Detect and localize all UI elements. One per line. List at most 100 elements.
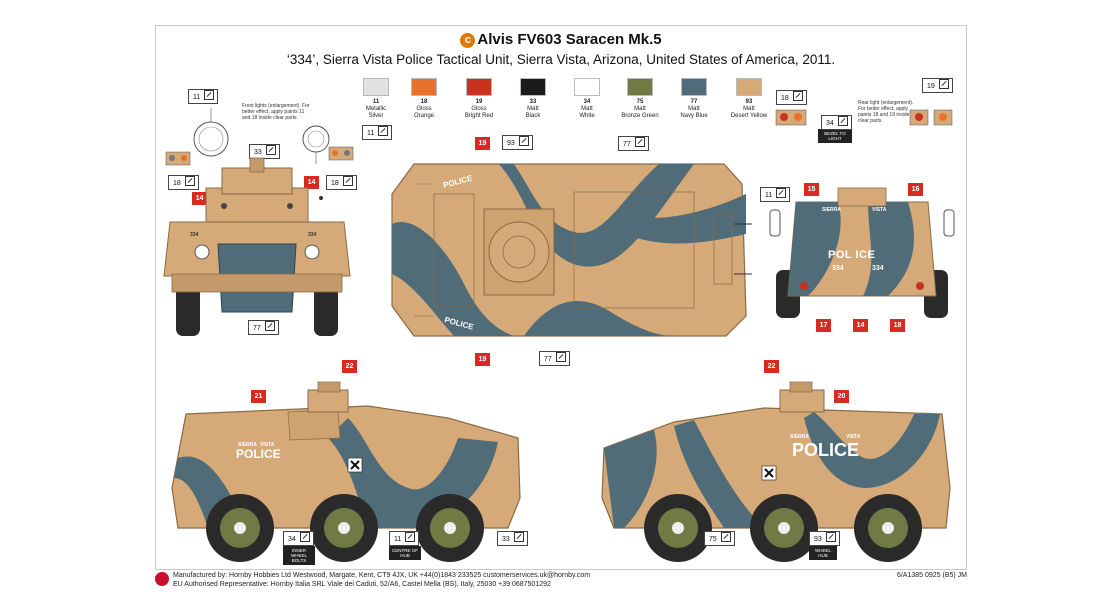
brush-icon: [299, 532, 310, 542]
decal-callout: 16: [908, 183, 923, 196]
paint-callout: 77: [248, 320, 279, 335]
decal-callout: 14: [853, 319, 868, 332]
manufacturer-line: Manufactured by: Hornby Hobbies Ltd West…: [173, 572, 591, 579]
brush-icon: [720, 532, 731, 542]
side-police-text: POLICE: [792, 440, 860, 460]
paint-chip: [363, 78, 389, 96]
brush-icon: [513, 532, 524, 542]
wheel-left-3: [416, 494, 484, 562]
front-view: [163, 157, 351, 336]
rear-view: [769, 187, 955, 318]
brush-icon: [634, 137, 645, 147]
bezel-note: BEZEL TO LIGHT: [818, 129, 852, 143]
paint-callout: 18: [776, 90, 807, 105]
paint-chip: [574, 78, 600, 96]
paint-callout: 77: [539, 351, 570, 366]
left-side-view: [171, 381, 521, 562]
brush-icon: [204, 90, 215, 100]
paint-callout: 33: [497, 531, 528, 546]
centre-of-hub-note: CENTRE OF HUB: [389, 546, 421, 560]
rear-plate: 334: [872, 265, 884, 272]
brush-icon: [837, 116, 848, 126]
paint-chip: [466, 78, 492, 96]
paint-callout: 93: [809, 531, 840, 546]
paint-callout: 18: [326, 175, 357, 190]
wheel-hub-note: WHEEL HUB: [809, 546, 837, 560]
paint-callout: 18: [168, 175, 199, 190]
front-plate: 334: [308, 232, 317, 238]
front-lights-note: Front lights (enlargement). For better e…: [242, 103, 310, 121]
side-vista-text: VISTA: [260, 442, 275, 448]
decal-callout: 14: [304, 176, 319, 189]
paint-callout: 93: [502, 135, 533, 150]
brush-icon: [776, 188, 787, 198]
rear-lights-enlargement: [775, 109, 953, 126]
brush-icon: [518, 136, 529, 146]
top-view: POLICE POLICE: [391, 163, 752, 337]
sheet-subtitle: ‘334’, Sierra Vista Police Tactical Unit…: [286, 52, 836, 67]
brush-icon: [184, 176, 195, 186]
front-plate: 334: [190, 232, 199, 238]
paint-chip: [411, 78, 437, 96]
copyright-icon: c: [460, 33, 476, 48]
paint-chip: [736, 78, 762, 96]
decal-callout: 20: [834, 390, 849, 403]
wheel-left-2: [310, 494, 378, 562]
wheel-right-3: [854, 494, 922, 562]
paint-callout: 75: [704, 531, 735, 546]
airfix-logo-icon: [155, 572, 169, 586]
eu-representative-line: EU Authorised Representative: Hornby Ita…: [173, 581, 551, 588]
brush-icon: [825, 532, 836, 542]
paint-chip: [627, 78, 653, 96]
paint-callout: 11: [362, 125, 393, 140]
paint-chip: [520, 78, 546, 96]
brush-icon: [264, 321, 275, 331]
rear-police-text: POL ICE: [828, 249, 876, 261]
right-side-view: [601, 381, 951, 562]
decal-callout: 22: [764, 360, 779, 373]
wheel-left-1: [206, 494, 274, 562]
side-sierra-text: SIERRA: [238, 442, 257, 448]
decal-callout: 19: [475, 137, 490, 150]
footer: Manufactured by: Hornby Hobbies Ltd West…: [155, 572, 967, 596]
paint-callout: 11: [389, 531, 420, 546]
wheel-right-2: [750, 494, 818, 562]
paint-callout: 34: [821, 115, 852, 130]
decal-callout: 14: [192, 192, 207, 205]
brush-icon: [405, 532, 416, 542]
decal-callout: 22: [342, 360, 357, 373]
inner-wheel-bolts-note: INNER WHEEL BOLTS: [283, 546, 315, 565]
paint-callout: 34: [283, 531, 314, 546]
brush-icon: [555, 352, 566, 362]
rear-light-note: Rear light (enlargement). For better eff…: [858, 100, 914, 124]
paint-callout: 11: [760, 187, 791, 202]
decal-callout: 18: [890, 319, 905, 332]
front-light-pair-right: [328, 146, 354, 161]
paint-chip: [681, 78, 707, 96]
brush-icon: [792, 91, 803, 101]
decal-callout: 19: [475, 353, 490, 366]
side-vista-text: VISTA: [846, 434, 861, 440]
paint-callout: 19: [922, 78, 953, 93]
decal-callout: 21: [251, 390, 266, 403]
brush-icon: [342, 176, 353, 186]
paint-callout: 77: [618, 136, 649, 151]
front-lights-enlargement: [165, 108, 330, 166]
sheet-code: 6/A1385 0925 (B5) JM: [896, 572, 967, 579]
decal-callout: 15: [804, 183, 819, 196]
brush-icon: [378, 126, 389, 136]
wheel-right-1: [644, 494, 712, 562]
rear-plate: 334: [832, 265, 844, 272]
brush-icon: [938, 79, 949, 89]
side-sierra-text: SIERRA: [790, 434, 809, 440]
brush-icon: [265, 145, 276, 155]
